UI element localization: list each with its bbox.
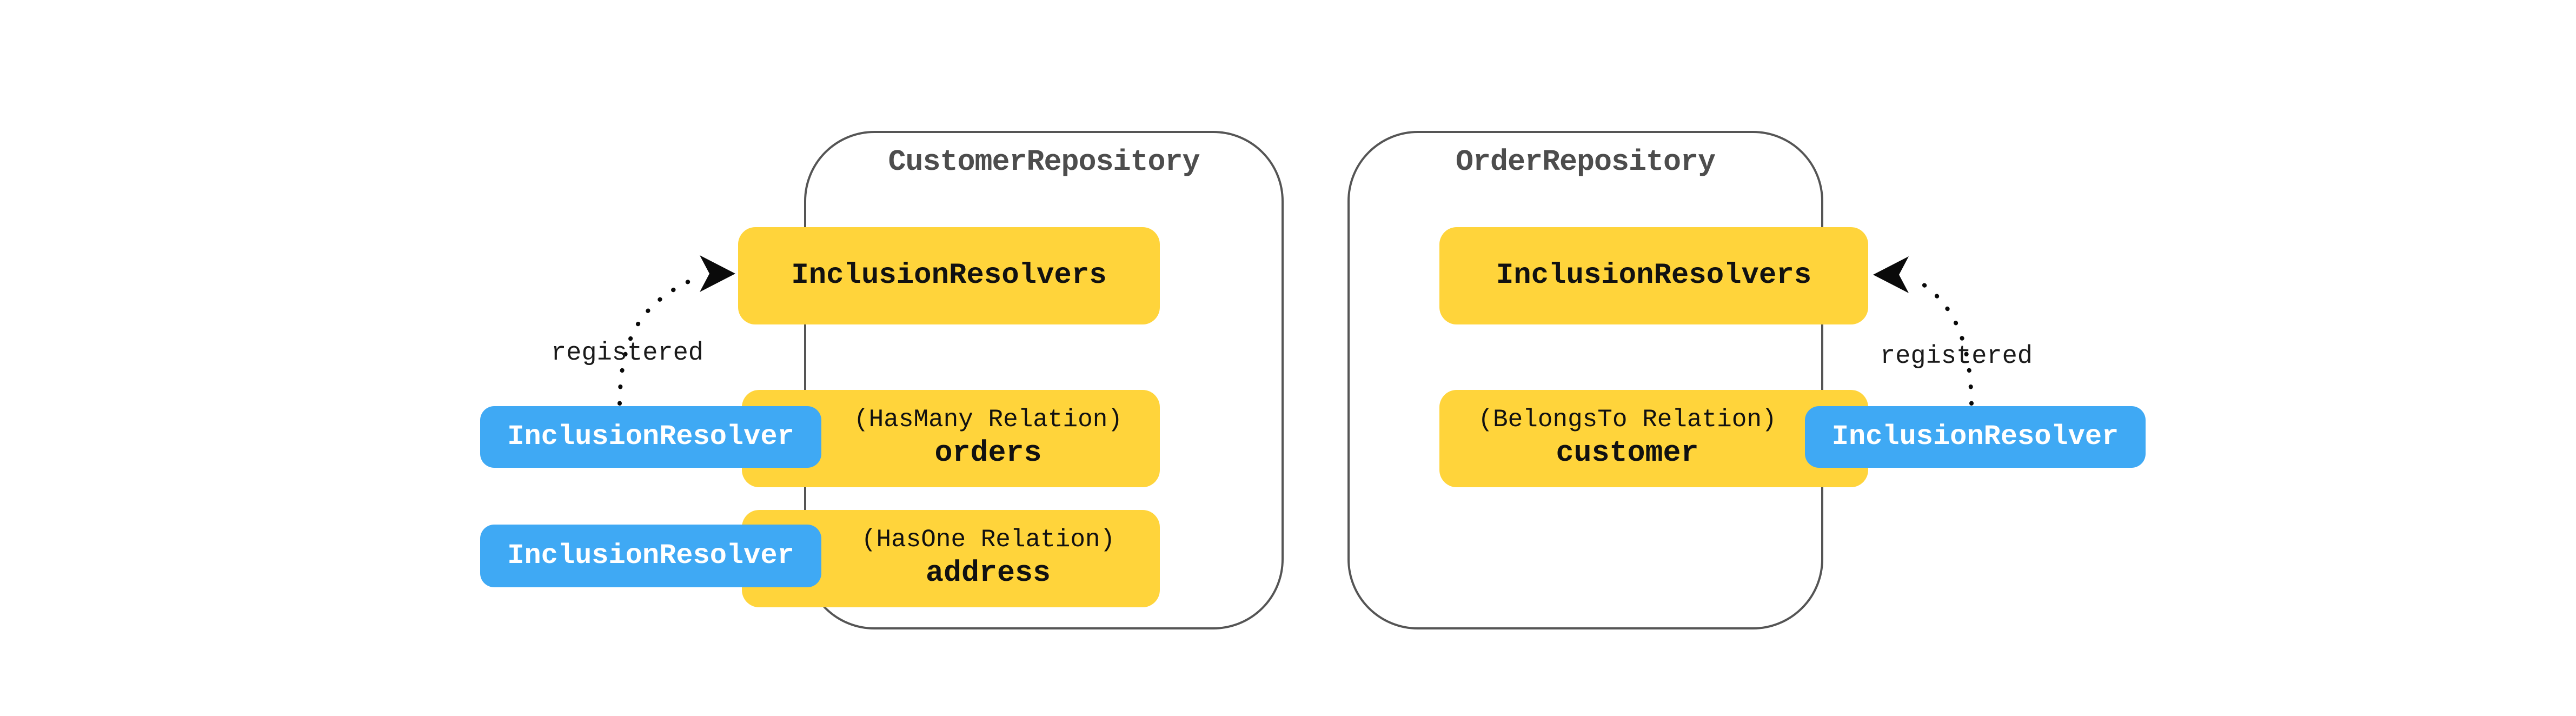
relation-box-orders: (HasMany Relation) orders	[742, 390, 1160, 487]
relation-name: address	[925, 556, 1051, 590]
arrowhead-icon	[700, 255, 735, 292]
relation-type-label: (HasMany Relation)	[854, 406, 1123, 434]
relation-name: orders	[934, 436, 1042, 470]
inclusion-resolvers-box: InclusionResolvers	[738, 227, 1160, 324]
inclusion-resolvers-box: InclusionResolvers	[1439, 227, 1868, 324]
relation-box-customer: (BelongsTo Relation) customer	[1439, 390, 1868, 487]
inclusion-resolver-chip: InclusionResolver	[480, 406, 821, 468]
relation-type-label: (HasOne Relation)	[861, 526, 1116, 554]
repository-title: OrderRepository	[1455, 145, 1716, 179]
relation-text: (HasOne Relation) address	[823, 524, 1153, 591]
arrowhead-icon	[1873, 256, 1909, 293]
repository-box-order: OrderRepository	[1347, 131, 1823, 629]
registered-arrow-left	[618, 255, 735, 406]
inclusion-resolver-chip: InclusionResolver	[1805, 406, 2146, 468]
registered-arrow-right	[1873, 256, 1974, 406]
repository-title: CustomerRepository	[888, 145, 1200, 179]
edge-label-registered: registered	[1880, 342, 2033, 371]
relation-name: customer	[1556, 436, 1699, 470]
relation-type-label: (BelongsTo Relation)	[1478, 406, 1777, 434]
relation-text: (BelongsTo Relation) customer	[1446, 404, 1809, 471]
relation-text: (HasMany Relation) orders	[823, 404, 1153, 471]
inclusion-resolver-chip: InclusionResolver	[480, 525, 821, 587]
edge-label-registered: registered	[550, 339, 704, 368]
